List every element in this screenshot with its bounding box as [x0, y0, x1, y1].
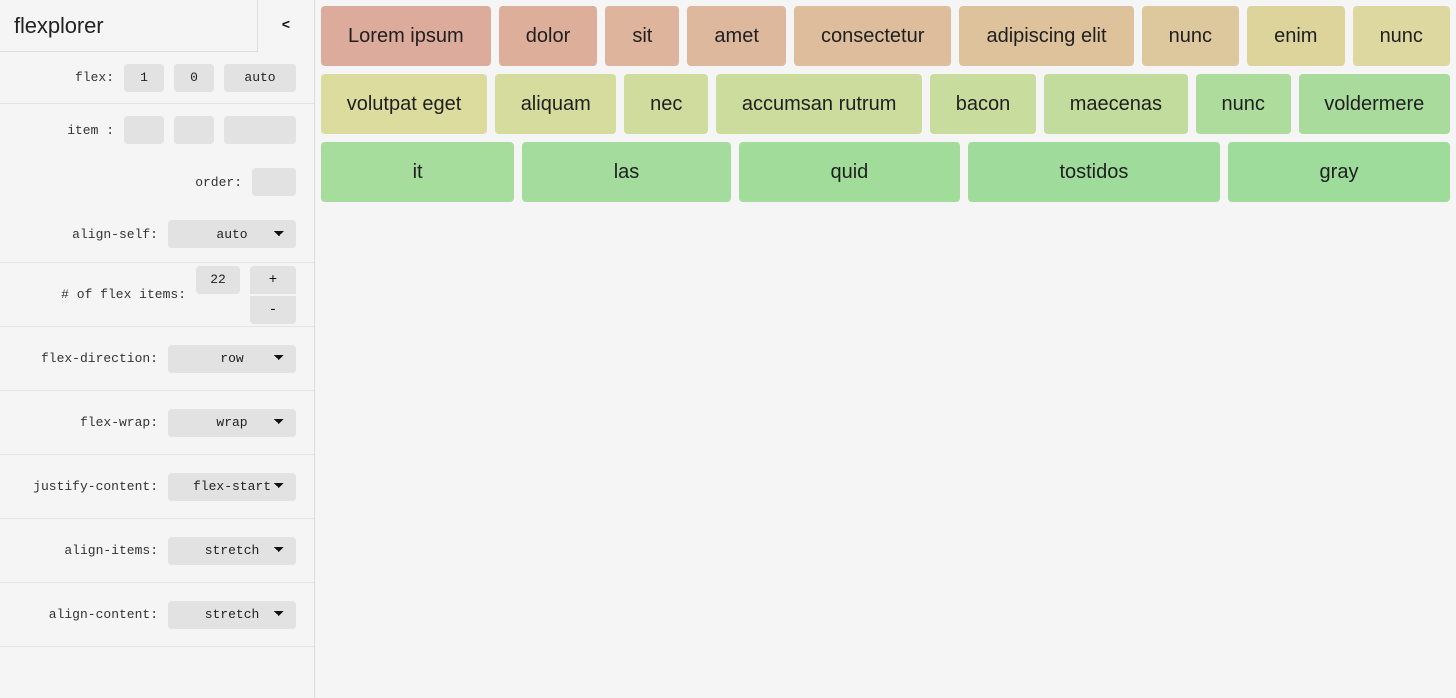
flex-item[interactable]: enim — [1247, 6, 1345, 66]
order-input[interactable] — [252, 168, 296, 196]
flex-item[interactable]: las — [522, 142, 731, 202]
flex-item[interactable]: accumsan rutrum — [716, 74, 923, 134]
flex-item[interactable]: quid — [738, 142, 960, 202]
flex-item[interactable]: voldermere — [1298, 74, 1451, 134]
flex-direction-label: flex-direction: — [40, 351, 158, 366]
control-sidebar: flexplorer < flex: item : order: align — [0, 0, 315, 698]
flex-wrap-select[interactable]: nowrapwrapwrap-reverse — [168, 408, 296, 437]
flex-item[interactable]: nunc — [1352, 6, 1450, 66]
align-self-row: align-self: autoflex-startflex-endcenter… — [0, 208, 314, 260]
flex-item[interactable]: it — [321, 142, 515, 202]
flex-direction-select[interactable]: rowrow-reversecolumncolumn-reverse — [168, 344, 296, 373]
flex-shorthand-label: flex: — [74, 70, 114, 85]
increment-button[interactable]: + — [250, 265, 296, 294]
flex-item-count-input[interactable] — [196, 265, 240, 294]
flex-direction-row: flex-direction: rowrow-reversecolumncolu… — [0, 327, 314, 391]
flex-grow-input[interactable] — [124, 63, 164, 92]
flex-item[interactable]: dolor — [498, 6, 598, 66]
item-flex-row: item : — [0, 104, 314, 156]
flex-shorthand-row: flex: — [0, 52, 314, 104]
sidebar-header: flexplorer < — [0, 0, 314, 52]
flex-wrap-label: flex-wrap: — [79, 415, 158, 430]
align-self-select[interactable]: autoflex-startflex-endcenterbaselinestre… — [168, 220, 296, 248]
justify-content-label: justify-content: — [33, 479, 158, 494]
flex-item[interactable]: aliquam — [494, 74, 617, 134]
flex-item[interactable]: amet — [687, 6, 786, 66]
align-content-select[interactable]: stretchflex-startflex-endcenterspace-bet… — [168, 600, 296, 629]
order-row: order: — [0, 156, 314, 208]
flex-item[interactable]: maecenas — [1044, 74, 1188, 134]
align-items-label: align-items: — [64, 543, 158, 558]
chevron-left-icon[interactable]: < — [257, 0, 314, 52]
count-stepper: + - — [250, 265, 296, 324]
align-items-select[interactable]: stretchflex-startflex-endcenterbaseline — [168, 536, 296, 565]
justify-content-row: justify-content: flex-startflex-endcente… — [0, 455, 314, 519]
flex-item[interactable]: adipiscing elit — [959, 6, 1134, 66]
item-flex-label: item : — [67, 122, 114, 138]
count-controls: + - — [196, 265, 296, 324]
flex-item[interactable]: volutpat eget — [321, 74, 487, 134]
flex-item[interactable]: nec — [624, 74, 709, 134]
flex-item-count-label: # of flex items: — [61, 287, 186, 302]
flex-item[interactable]: Lorem ipsum — [321, 6, 491, 66]
item-grow-input[interactable] — [124, 116, 164, 144]
flex-basis-input[interactable] — [224, 63, 296, 92]
flex-item[interactable]: nunc — [1195, 74, 1291, 134]
flex-item[interactable]: bacon — [930, 74, 1037, 134]
decrement-button[interactable]: - — [250, 295, 296, 324]
flex-shrink-input[interactable] — [174, 63, 214, 92]
order-label: order: — [195, 174, 242, 190]
item-shrink-input[interactable] — [174, 116, 214, 144]
justify-content-select[interactable]: flex-startflex-endcenterspace-betweenspa… — [168, 472, 296, 501]
align-content-row: align-content: stretchflex-startflex-end… — [0, 583, 314, 647]
align-self-label: align-self: — [72, 226, 158, 242]
flex-item[interactable]: nunc — [1141, 6, 1240, 66]
app-title: flexplorer — [14, 12, 104, 38]
flex-item-count-row: # of flex items: + - — [0, 263, 314, 327]
flex-wrap-row: flex-wrap: nowrapwrapwrap-reverse — [0, 391, 314, 455]
align-content-label: align-content: — [48, 607, 158, 622]
flex-item[interactable]: consectetur — [793, 6, 952, 66]
item-settings-group: item : order: align-self: autoflex-start… — [0, 104, 314, 263]
flex-item[interactable]: gray — [1227, 142, 1451, 202]
item-basis-input[interactable] — [224, 116, 296, 144]
flex-item[interactable]: sit — [605, 6, 680, 66]
align-items-row: align-items: stretchflex-startflex-endce… — [0, 519, 314, 583]
flex-item[interactable]: tostidos — [967, 142, 1220, 202]
